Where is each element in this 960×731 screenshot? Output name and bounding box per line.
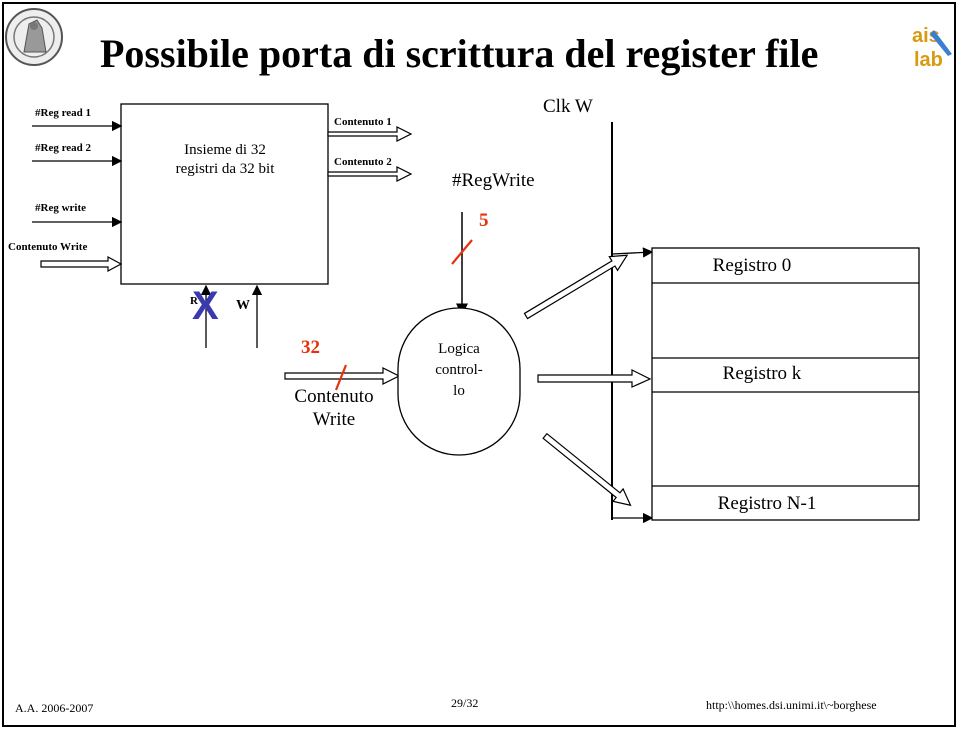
reg-read-2-label: #Reg read 2 xyxy=(35,142,92,154)
register-0-label: Registro 0 xyxy=(712,255,792,276)
register-k-label: Registro k xyxy=(722,363,802,384)
contenuto-2-label: Contenuto 2 xyxy=(334,156,392,168)
contenuto-write-input-label: Contenuto Write xyxy=(8,241,88,253)
regwrite-bus-width: 5 xyxy=(479,210,489,231)
contenuto-1-label: Contenuto 1 xyxy=(334,116,392,128)
logic-label-line-1: Logica xyxy=(438,341,480,357)
footer-url: http:\\homes.dsi.unimi.it\~borghese xyxy=(706,698,877,712)
disabled-read-x-mark: X xyxy=(192,284,219,328)
register-bank xyxy=(651,247,920,521)
data-in-label-line-1: Contenuto xyxy=(294,386,374,407)
logic-control-oval xyxy=(397,307,521,456)
contenuto-2-output-arrow xyxy=(327,166,413,182)
footer-page-number: 29/32 xyxy=(451,696,479,710)
slide-title: Possibile porta di scrittura del registe… xyxy=(100,31,819,76)
clock-to-reg0-arrow xyxy=(611,247,654,258)
regwrite-label: #RegWrite xyxy=(452,170,535,191)
data-bus-slash xyxy=(334,364,348,391)
logic-to-reg0-arrow xyxy=(523,254,629,320)
w-port-label: W xyxy=(236,298,250,313)
logic-label-line-3: lo xyxy=(453,383,465,399)
svg-text:lab: lab xyxy=(914,49,943,71)
reg-write-label: #Reg write xyxy=(35,202,87,214)
register-file-box xyxy=(120,103,329,285)
logic-to-regk-arrow xyxy=(537,369,652,388)
footer-academic-year: A.A. 2006-2007 xyxy=(15,701,94,715)
logic-to-regn-arrow xyxy=(542,432,632,507)
ais-lab-logo: ais lab xyxy=(908,20,954,72)
register-n-minus-1-label: Registro N-1 xyxy=(717,493,817,514)
logic-label-line-2: control- xyxy=(435,362,483,378)
university-seal-logo xyxy=(5,8,63,66)
register-file-description-line-2: registri da 32 bit xyxy=(175,161,275,177)
data-bus-width: 32 xyxy=(301,337,320,358)
svg-text:ais: ais xyxy=(912,25,940,47)
contenuto-1-output-arrow xyxy=(327,126,413,142)
register-file-description-line-1: Insieme di 32 xyxy=(184,142,266,158)
data-in-label-line-2: Write xyxy=(312,409,356,430)
reg-read-1-label: #Reg read 1 xyxy=(35,107,92,119)
r-port-label: R xyxy=(190,295,198,307)
clock-label: Clk W xyxy=(543,96,593,117)
contenuto-write-input-arrow xyxy=(40,255,123,273)
regwrite-bus-slash xyxy=(451,239,473,265)
